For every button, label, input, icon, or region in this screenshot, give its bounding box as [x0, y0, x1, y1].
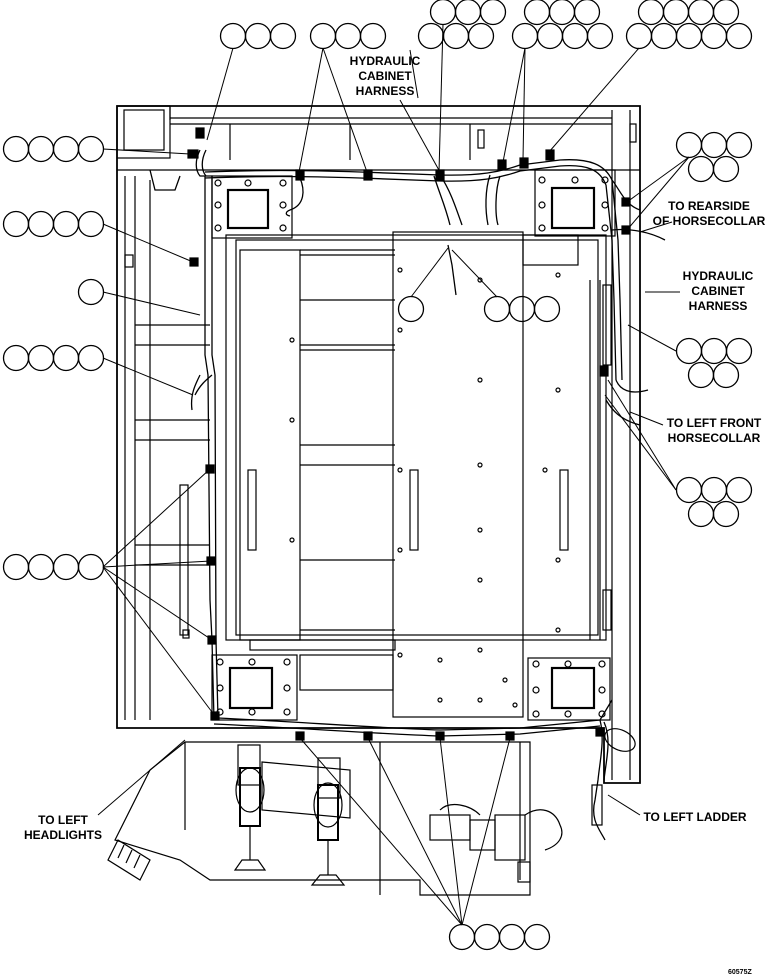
label-to-rearside-of-horsecollar: TO REARSIDE OF HORSECOLLAR [652, 199, 766, 228]
label-to-left-ladder: TO LEFT LADDER [643, 810, 747, 824]
label-hydraulic-cabinet-harness-top: HYDRAULIC CABINET HARNESS [349, 54, 421, 98]
floor-plate [225, 231, 607, 718]
leader-lines [97, 23, 690, 926]
corner-mount-bottom-left [211, 654, 298, 721]
callout-balloons [2, 0, 753, 951]
label-hydraulic-cabinet-harness-right: HYDRAULIC CABINET HARNESS [682, 269, 754, 313]
junction-box [116, 105, 171, 159]
label-to-left-front-horsecollar: TO LEFT FRONT HORSECOLLAR [666, 416, 762, 445]
corner-mount-top-left [211, 175, 293, 239]
label-to-left-headlights: TO LEFT HEADLIGHTS [24, 813, 102, 842]
lower-assembly [107, 728, 636, 896]
figure-number: 60575Z [728, 969, 752, 976]
harness-cables [149, 149, 666, 841]
harness-clamps [187, 127, 631, 741]
corner-mount-top-right [534, 169, 616, 237]
corner-mount-bottom-right [527, 657, 611, 721]
